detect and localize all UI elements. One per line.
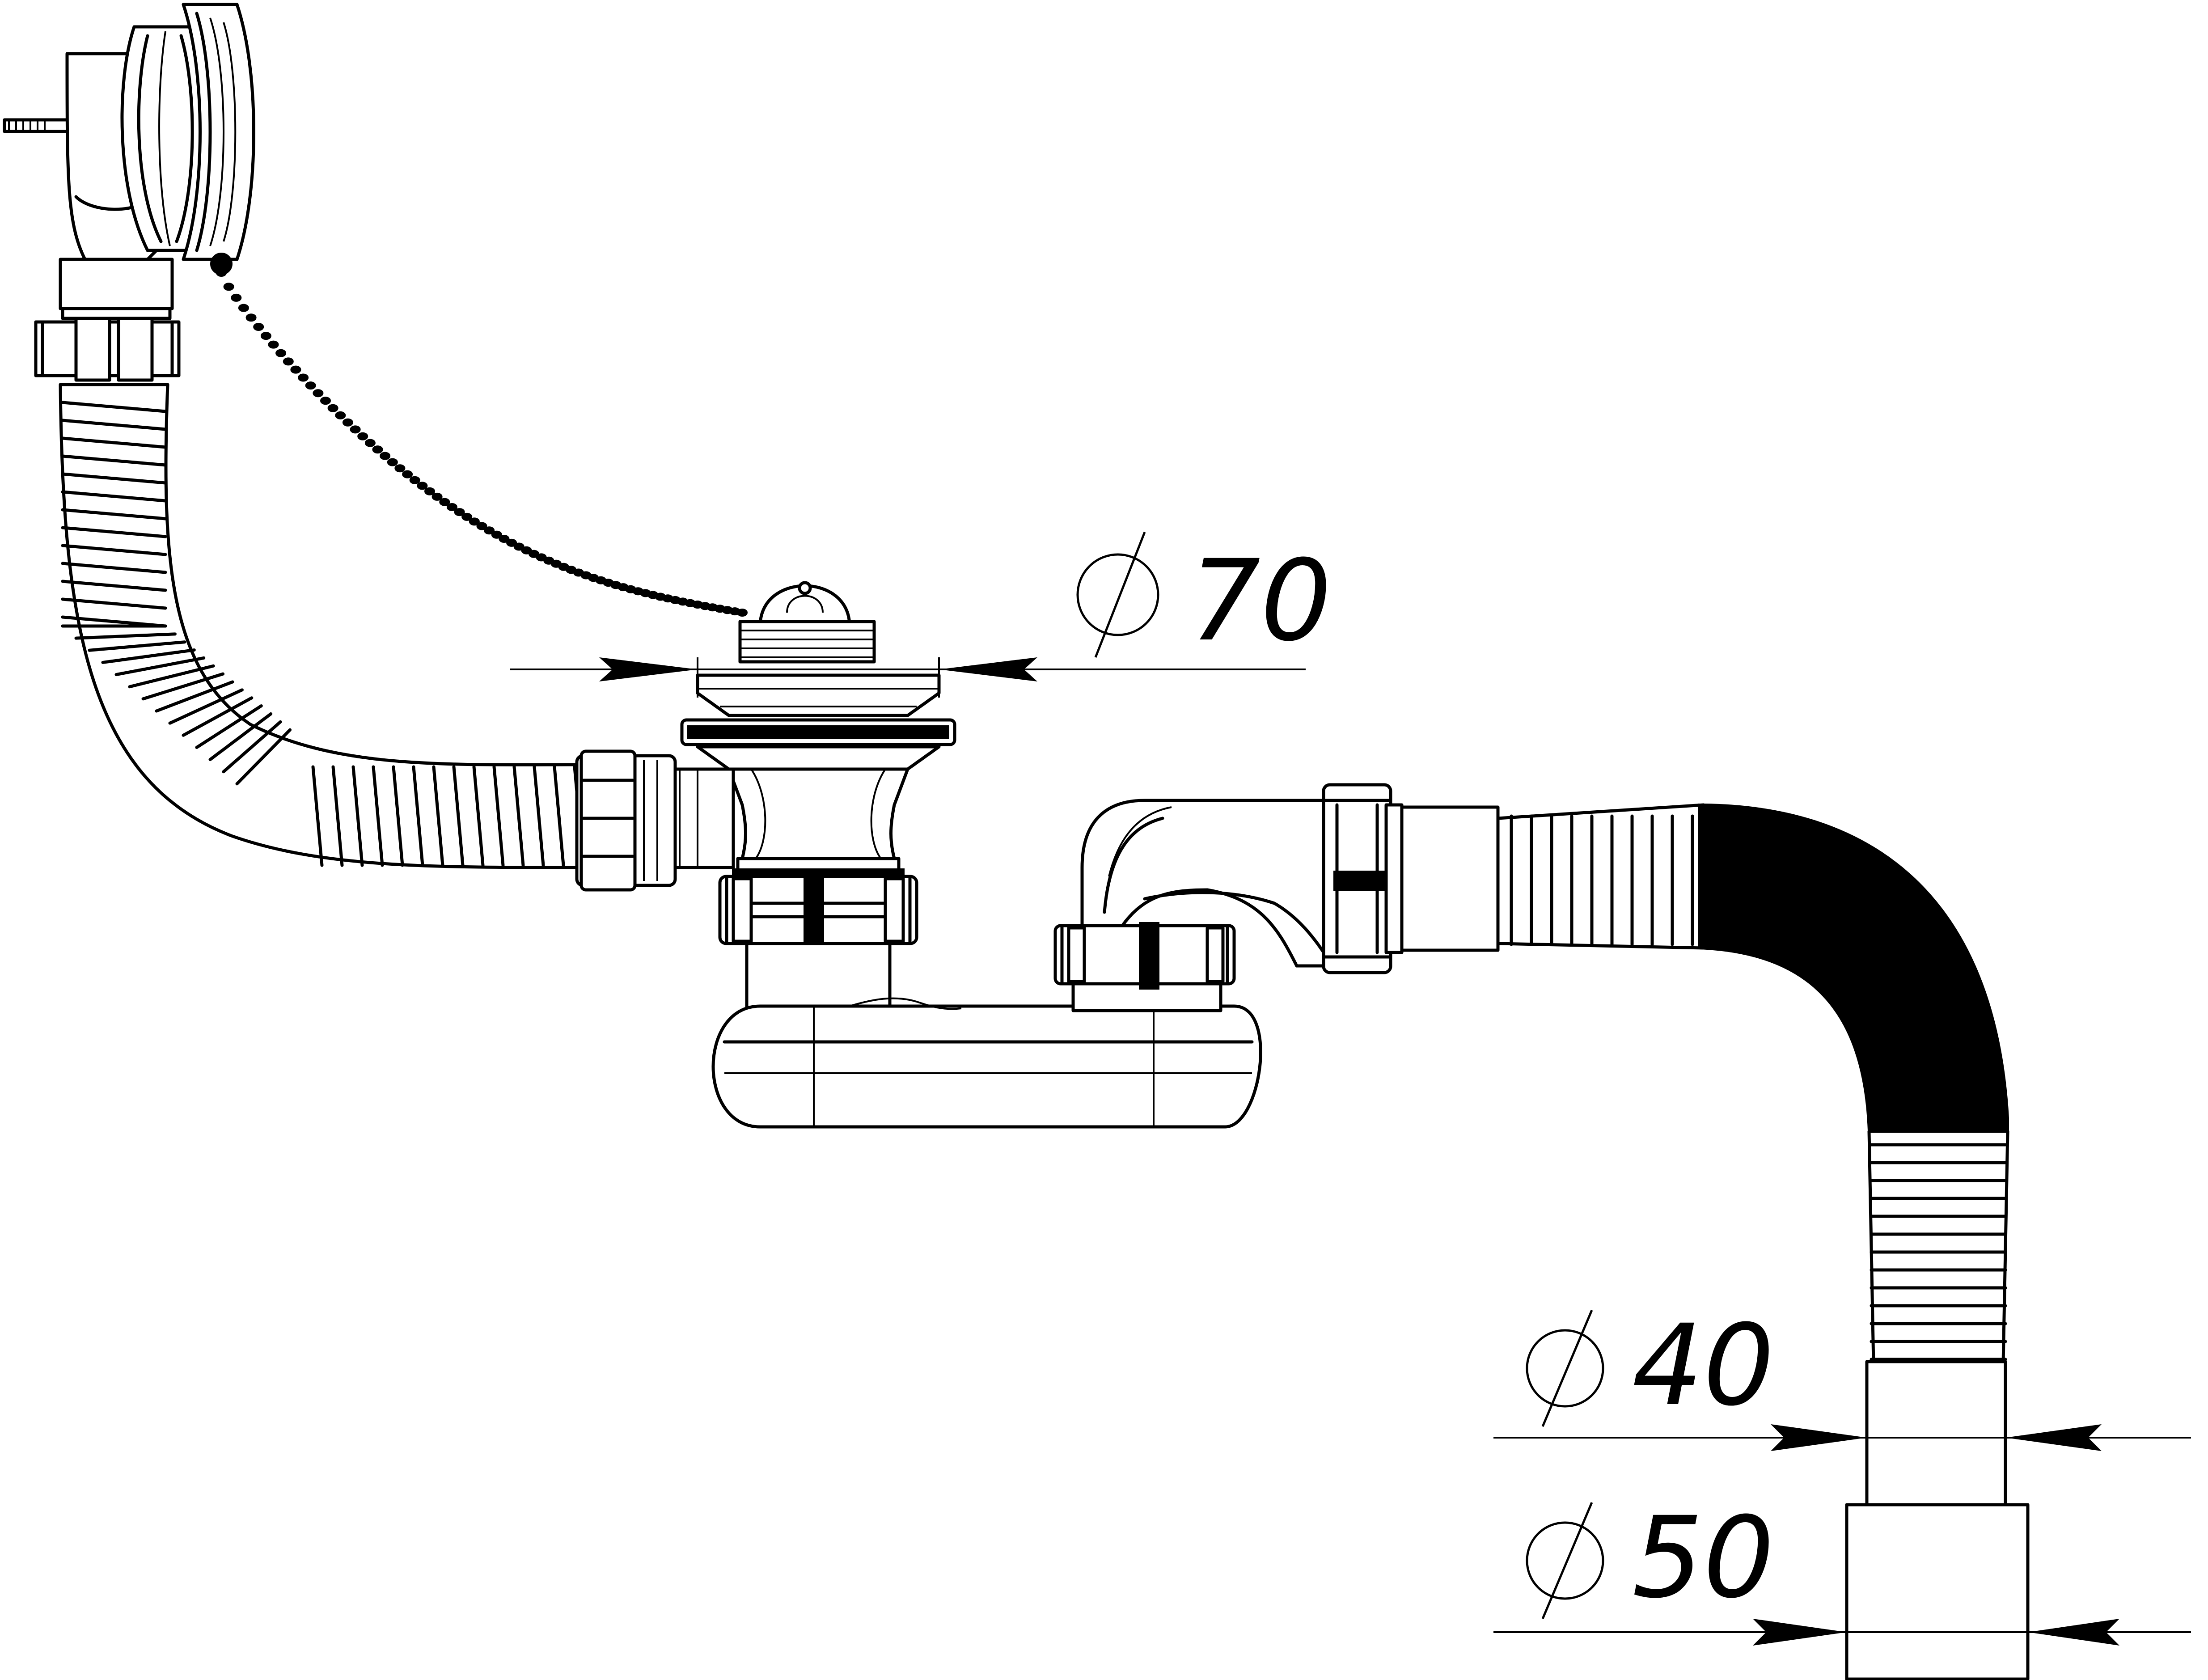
chain-link: [409, 476, 420, 484]
chain-link: [394, 464, 406, 473]
dimension-d70: 70: [510, 532, 1332, 698]
outlet-nut: [1322, 783, 1404, 974]
outlet-elbow: [1080, 799, 1334, 968]
chain-link: [268, 340, 279, 349]
overflow-rod: [3, 118, 73, 133]
chain-link: [372, 445, 383, 454]
dimension-d50-value: 50: [1632, 1493, 1774, 1623]
chain-link: [223, 283, 234, 291]
chain-link: [506, 538, 517, 547]
dimension-d70-value: 70: [1189, 536, 1332, 666]
chain-link: [439, 498, 450, 506]
chain-link: [245, 313, 257, 322]
overflow-nut: [34, 307, 181, 382]
chain-link: [327, 404, 338, 412]
outlet-hose-bend: [1698, 803, 2009, 1133]
chain-link: [357, 432, 368, 440]
chain-link: [424, 487, 435, 495]
chain-link: [461, 512, 473, 521]
chain-link: [231, 293, 242, 302]
chain-link: [364, 439, 376, 447]
drain-flange: [680, 673, 956, 771]
dimension-d50: 50: [1493, 1493, 2191, 1646]
chain-link: [380, 452, 391, 460]
dimension-d40: 40: [1493, 1300, 2191, 1451]
chain-link: [275, 349, 287, 357]
dimension-d40-value: 40: [1632, 1300, 1774, 1430]
drain-downpipe: [745, 942, 892, 1012]
plug-chain: [216, 269, 748, 617]
chain-link: [260, 332, 271, 340]
outlet-corrugated-hose: [1496, 803, 2009, 1366]
overflow-corrugated-hose: [59, 383, 585, 869]
chain-link: [536, 553, 547, 562]
chain-link: [513, 542, 525, 551]
drain-body: [656, 767, 909, 880]
chain-link: [387, 458, 398, 466]
chain-link: [521, 546, 532, 554]
chain-link: [417, 482, 428, 490]
chain-link: [491, 530, 502, 539]
chain-link: [402, 470, 413, 478]
drain-plug: [738, 581, 876, 664]
chain-link: [499, 535, 510, 543]
chain-link: [446, 503, 457, 511]
drain-bottom-nut: [718, 873, 918, 947]
chain-link: [238, 304, 249, 312]
chain-link: [335, 411, 346, 419]
chain-link: [469, 517, 480, 526]
chain-link: [313, 389, 324, 398]
chain-link: [253, 323, 264, 331]
chain-link: [320, 397, 331, 405]
chain-link: [543, 556, 554, 565]
chain-link: [737, 609, 748, 617]
outlet-outer-sleeve: [1845, 1503, 2030, 1680]
drain-side-nut: [575, 749, 677, 892]
chain-link: [290, 365, 301, 374]
overflow-neck: [59, 258, 174, 310]
chain-link: [283, 357, 294, 366]
outlet-pipe: [1400, 805, 1500, 952]
trap-body: [711, 997, 1262, 1129]
chain-link: [342, 418, 353, 427]
overflow-cap: [182, 3, 255, 261]
chain-link: [216, 269, 227, 277]
chain-link: [298, 373, 309, 382]
chain-link: [476, 522, 487, 530]
outlet-inner-sleeve: [1865, 1360, 2007, 1506]
trap-riser-nut: [1053, 922, 1236, 990]
chain-link: [454, 508, 465, 516]
chain-link: [305, 381, 316, 390]
overflow-unit: [3, 3, 255, 382]
chain-link: [529, 550, 539, 558]
chain-link: [431, 492, 443, 501]
chain-link: [350, 425, 361, 434]
chain-link: [484, 526, 495, 535]
